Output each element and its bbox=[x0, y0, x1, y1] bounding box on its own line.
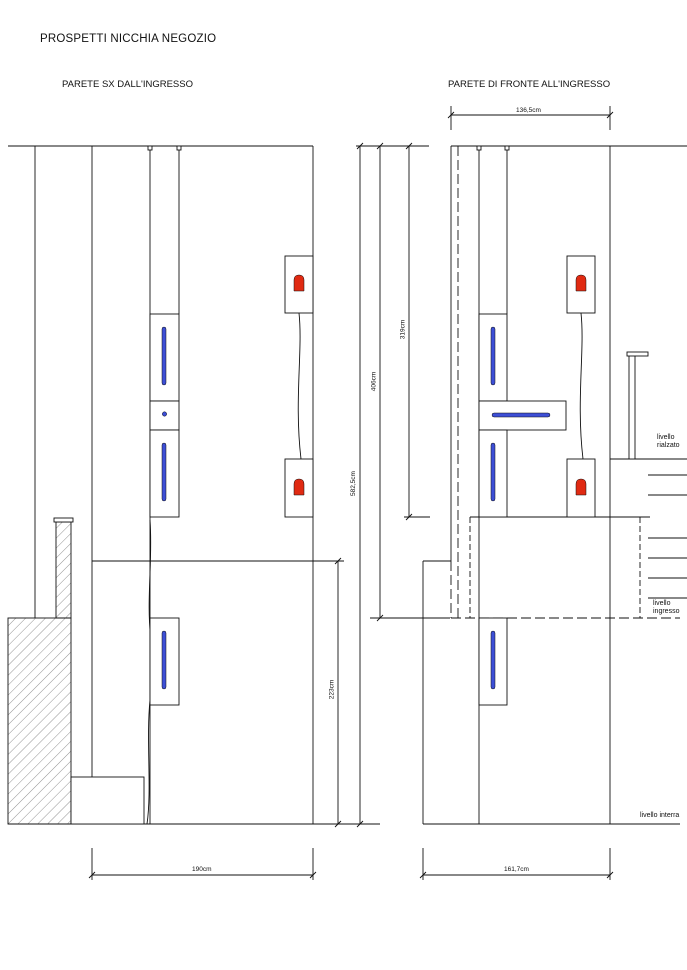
red-arch-light bbox=[575, 478, 587, 496]
top-height-dim-label: 319cm bbox=[399, 319, 407, 340]
left-light-fixtures bbox=[149, 255, 314, 706]
red-arch-light bbox=[293, 478, 305, 496]
blue-light-slot bbox=[490, 630, 496, 690]
blue-light-slot bbox=[161, 630, 167, 690]
level-basement-label: livello interra bbox=[640, 812, 680, 819]
front-elevation bbox=[422, 145, 687, 825]
red-light-arches bbox=[293, 274, 587, 496]
red-arch-light bbox=[293, 274, 305, 292]
front-top-dim-label: 136,5cm bbox=[516, 107, 541, 114]
left-dimensions bbox=[88, 557, 342, 880]
red-arch-light bbox=[575, 274, 587, 292]
center-dimensions bbox=[356, 142, 450, 828]
blue-light-slot bbox=[161, 326, 167, 386]
left-width-dim-label: 190cm bbox=[192, 866, 212, 873]
upper-height-dim-label: 406cm bbox=[370, 371, 378, 392]
front-dimensions bbox=[419, 106, 614, 880]
blue-light-slot-horizontal bbox=[491, 412, 551, 418]
front-view-heading: PARETE DI FRONTE ALL'INGRESSO bbox=[448, 79, 611, 90]
total-height-dim-label: 582,5cm bbox=[349, 471, 357, 496]
level-entrance-label: livello ingresso bbox=[653, 600, 680, 615]
blue-light-slots bbox=[161, 326, 551, 690]
level-raised-label: livello rialzato bbox=[657, 434, 680, 449]
page-title: PROSPETTI NICCHIA NEGOZIO bbox=[40, 33, 217, 45]
left-stair-hatch bbox=[7, 517, 145, 825]
left-height-dim-label: 223cm bbox=[328, 679, 336, 700]
left-view-heading: PARETE SX DALL'INGRESSO bbox=[62, 79, 193, 90]
blue-light-slot bbox=[490, 326, 496, 386]
blue-light-slot bbox=[161, 442, 167, 502]
blue-light-slot bbox=[490, 442, 496, 502]
front-bottom-dim-label: 161,7cm bbox=[504, 866, 529, 873]
blue-light-dot bbox=[162, 411, 167, 417]
